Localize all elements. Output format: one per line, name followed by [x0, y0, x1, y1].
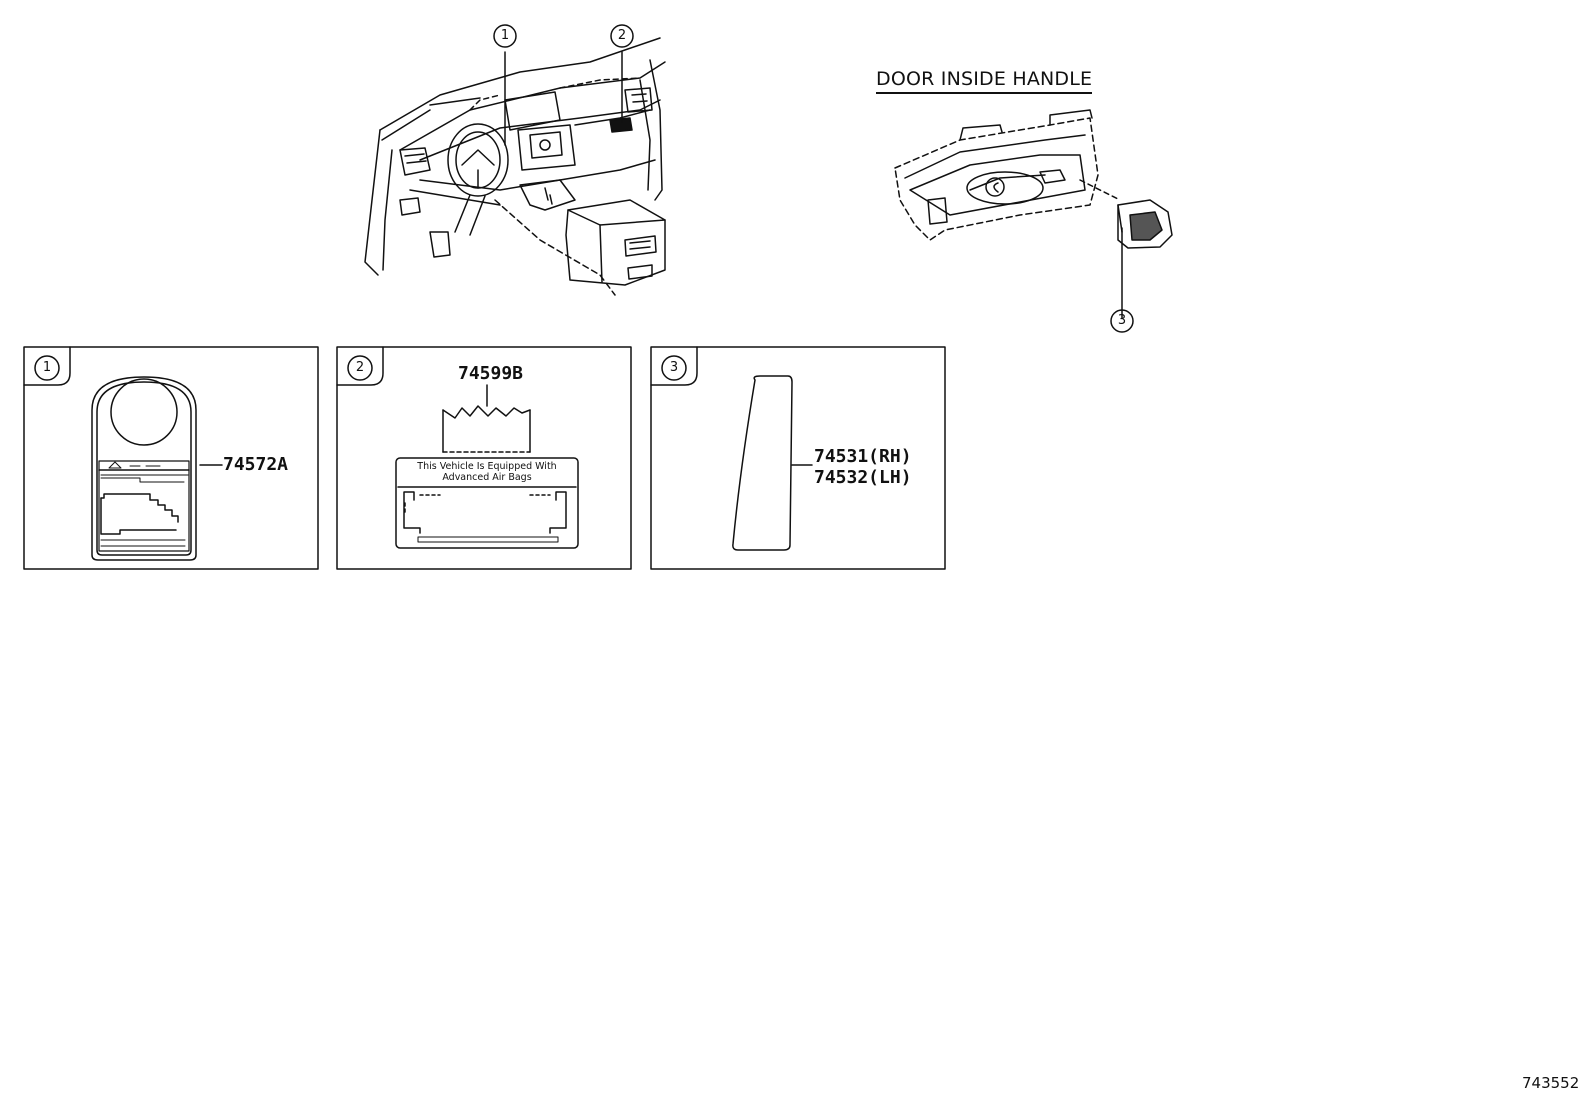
door-handle-illustration: [894, 109, 1173, 319]
panel-2-index-circle: [347, 355, 373, 381]
panel-2-frame: [336, 346, 632, 570]
panel-1-index-circle: [34, 355, 60, 381]
callout-label-1: 1: [500, 28, 510, 43]
panel-3-index-circle: [661, 355, 687, 381]
panel-1-frame: [23, 346, 319, 570]
callout-circle-1: [493, 24, 517, 48]
panel-3-index: 3: [669, 360, 679, 375]
part-number-74572A: 74572A: [223, 454, 289, 475]
panel-1-index: 1: [42, 360, 52, 375]
callout-circle-2: [610, 24, 634, 48]
callout-label-2: 2: [617, 28, 627, 43]
part-number-74532-lh: 74532(LH): [814, 467, 912, 488]
dashboard-illustration: [364, 37, 666, 296]
label-74599B-drawing: [395, 384, 579, 549]
figure-id: 743552: [1522, 1074, 1580, 1092]
part-number-74599B: 74599B: [458, 363, 524, 384]
part-number-74531-rh: 74531(RH): [814, 446, 912, 467]
airbag-label-line1: This Vehicle Is Equipped With: [417, 461, 557, 472]
door-inside-handle-title: DOOR INSIDE HANDLE: [876, 68, 1093, 94]
panel-3-frame: [650, 346, 946, 570]
callout-label-3: 3: [1117, 313, 1127, 328]
label-74572A-drawing: [91, 376, 223, 561]
callout-circle-3: [1110, 309, 1134, 333]
airbag-label-line2: Advanced Air Bags: [442, 472, 532, 483]
panel-2-index: 2: [355, 360, 365, 375]
pad-74531-drawing: [732, 375, 813, 551]
